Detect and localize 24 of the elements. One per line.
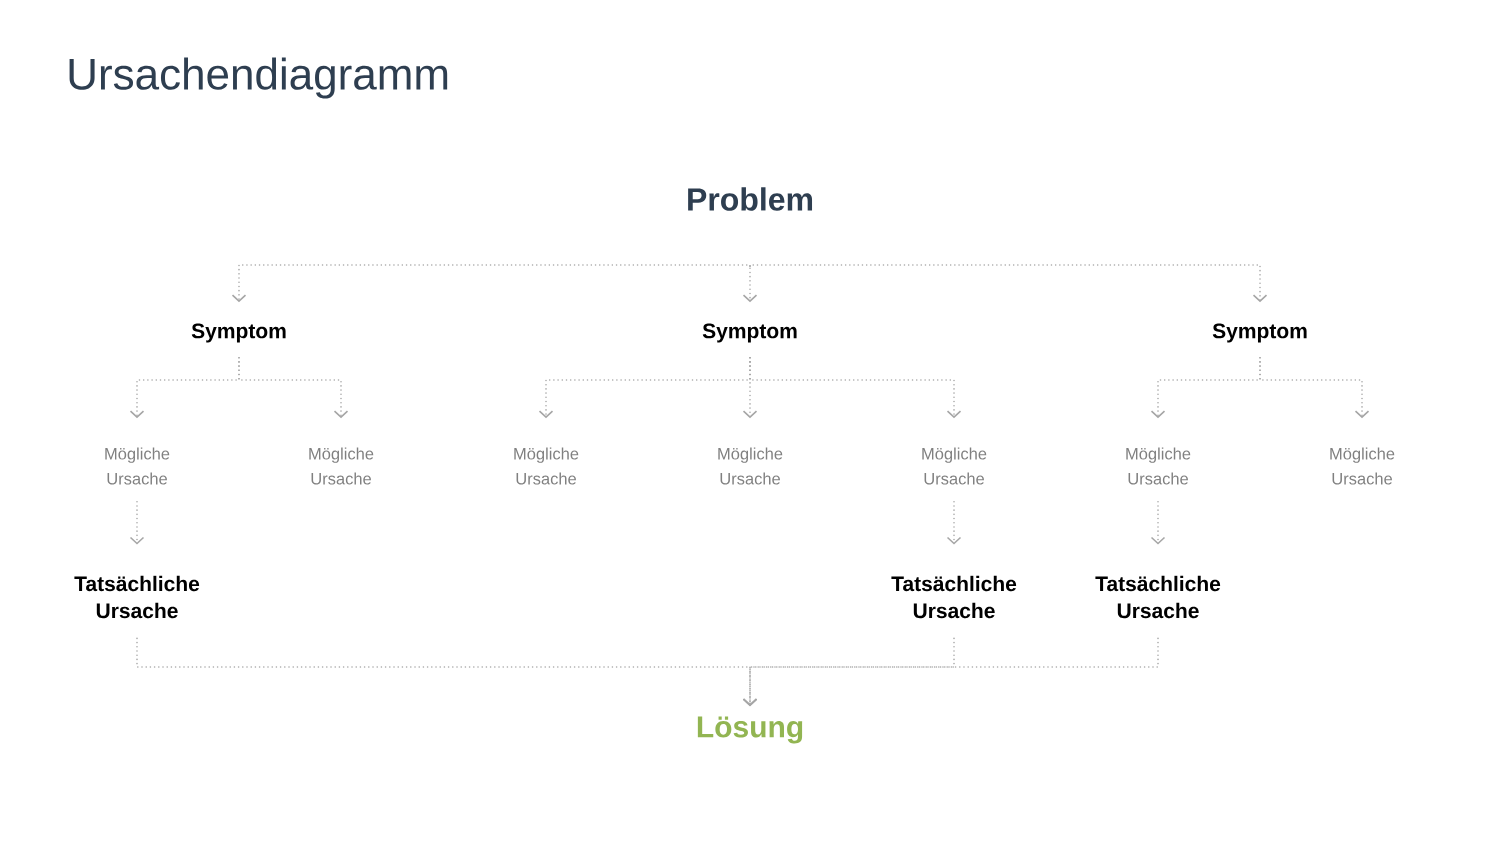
cause-label: Mögliche Ursache [514,447,579,485]
cause-label: Mögliche Ursache [922,447,987,485]
cause-label: Mögliche Ursache [718,447,783,485]
root-cause-label: Tatsächliche Ursache [891,575,1017,619]
cause-label: Mögliche Ursache [1126,447,1191,485]
symptom-label: Symptom [191,323,286,343]
solution-label: Lösung [697,716,803,744]
arrow [946,500,962,545]
title: Ursachendiagramm [69,57,448,99]
arrow [129,500,145,545]
arrow [238,356,349,419]
arrow [1259,356,1370,419]
cause-label: Mögliche Ursache [1330,447,1395,485]
problem-label: Problem [688,187,813,211]
arrow [749,264,1268,303]
symptom-label: Symptom [1212,323,1307,343]
arrow [1150,500,1166,545]
arrow [749,356,962,419]
cause-label: Mögliche Ursache [309,447,374,485]
root-cause-label: Tatsächliche Ursache [1095,575,1221,619]
cause-label: Mögliche Ursache [105,447,170,485]
arrow [742,637,1159,707]
symptom-label: Symptom [702,323,797,343]
root-cause-label: Tatsächliche Ursache [74,575,200,619]
